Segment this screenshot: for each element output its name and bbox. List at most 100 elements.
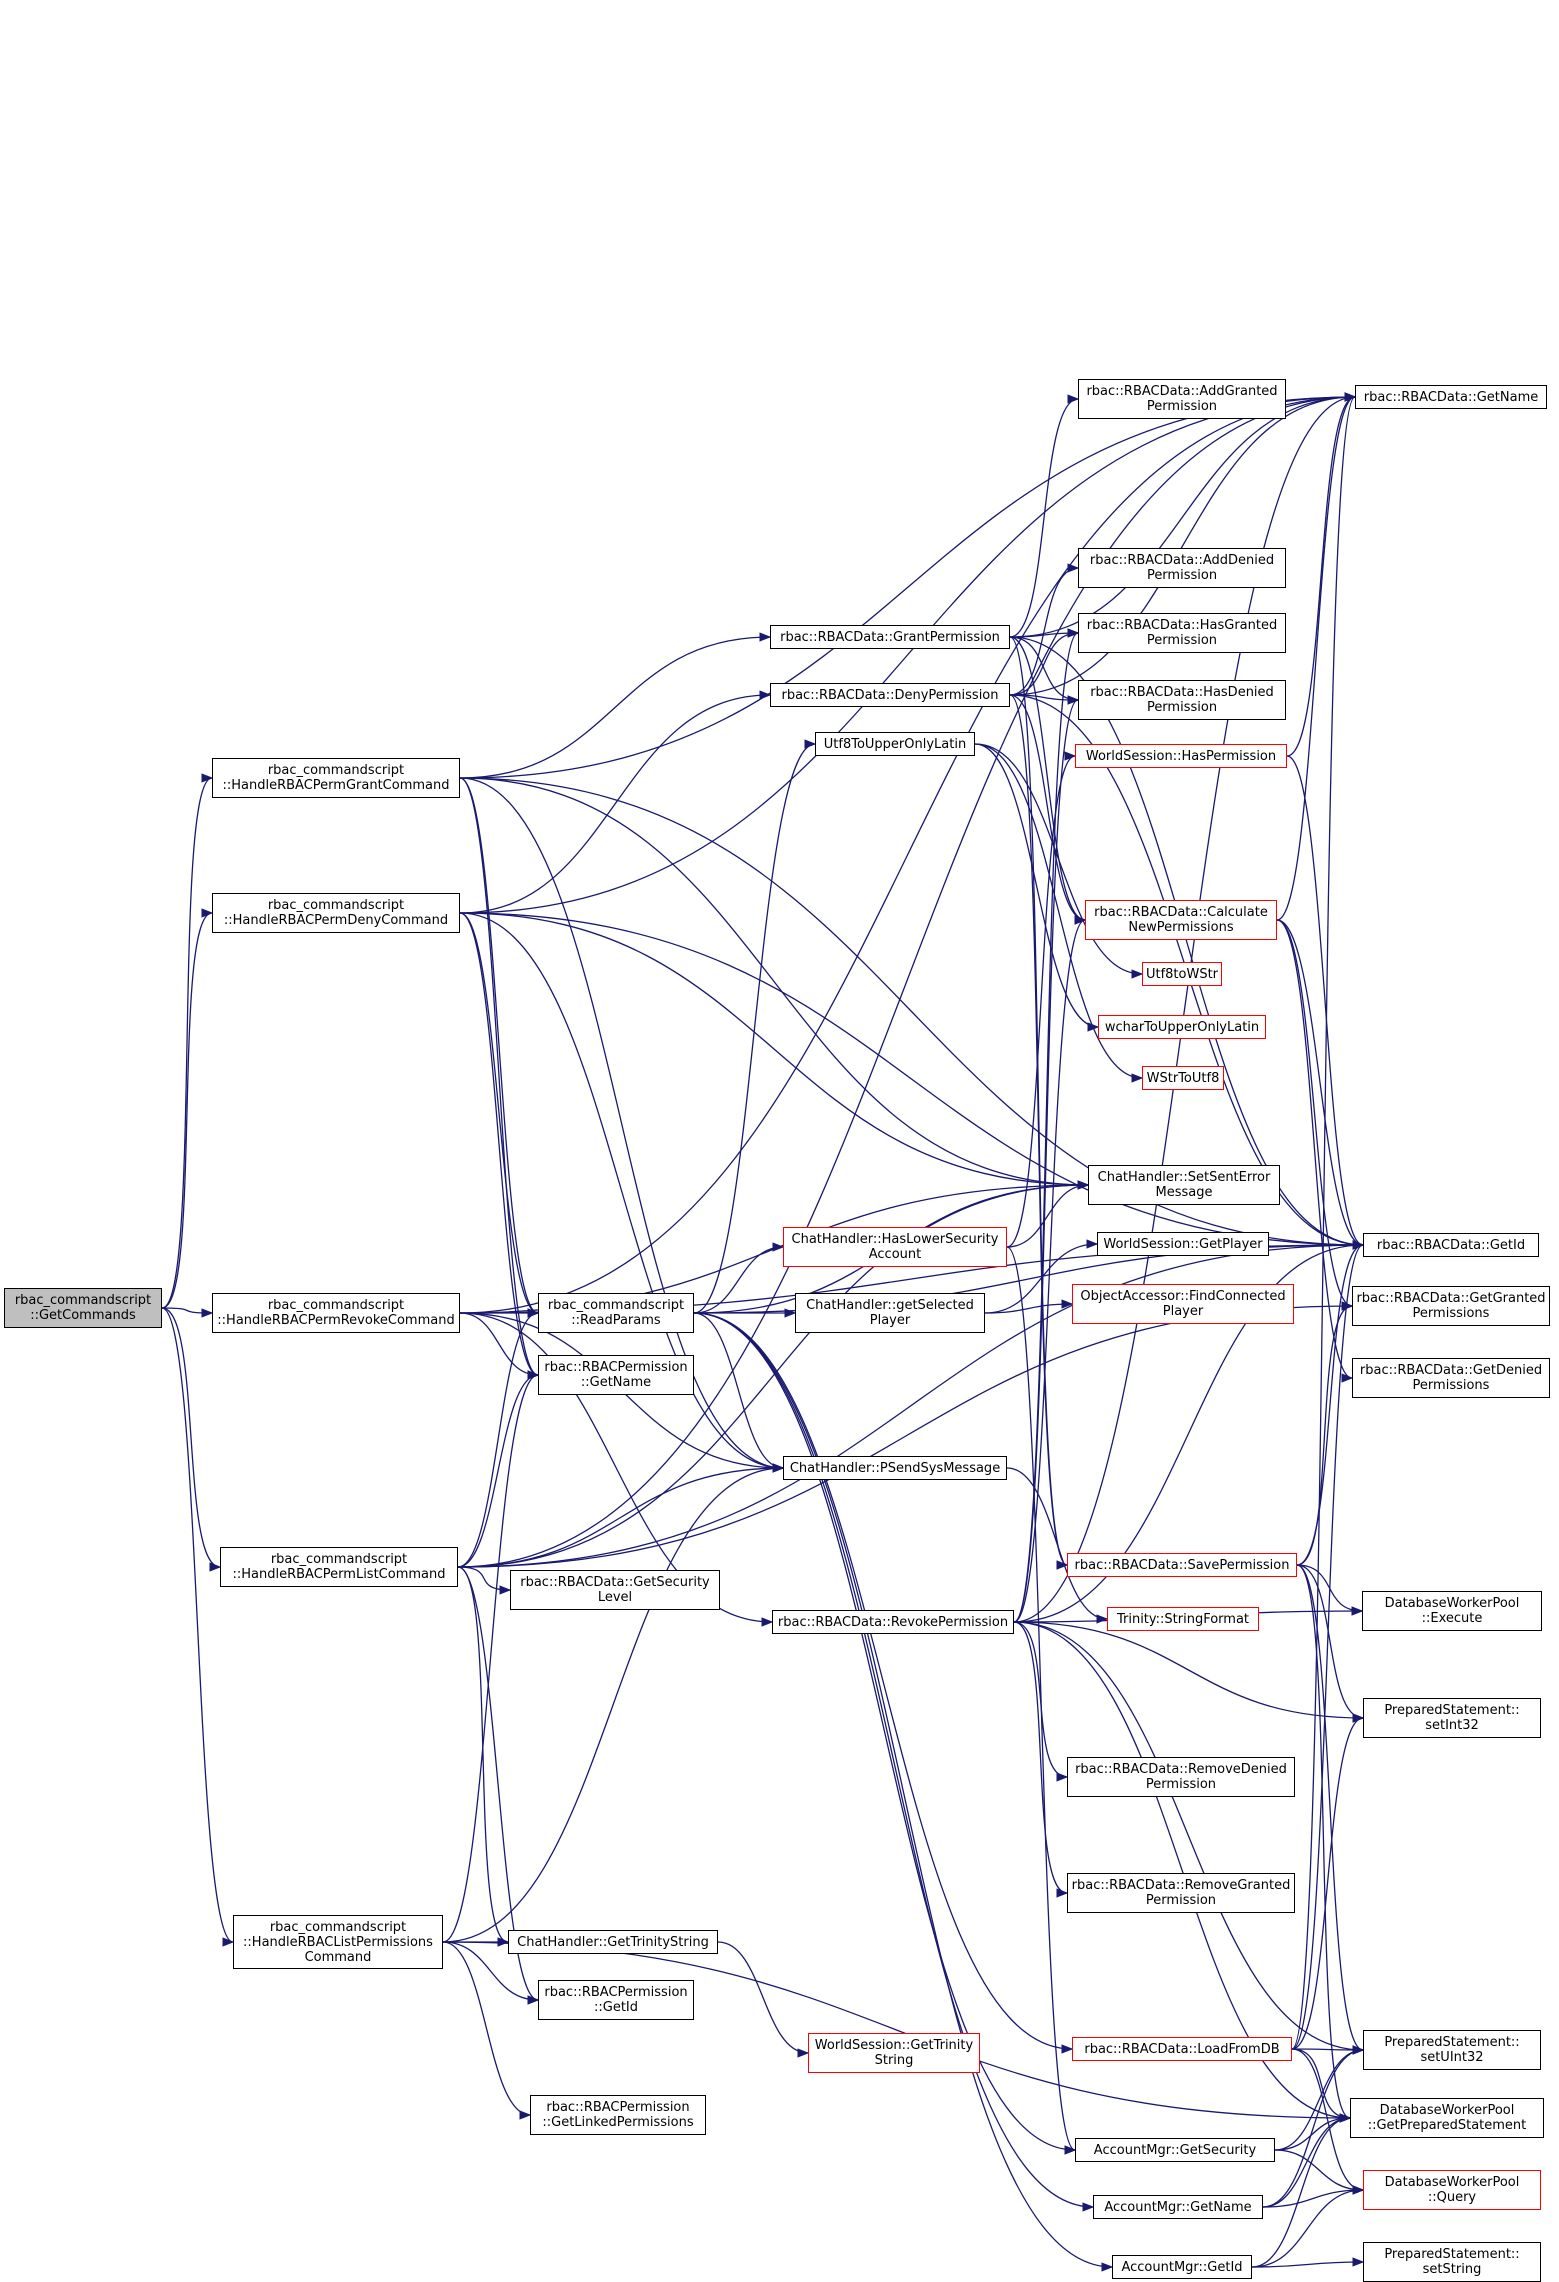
edge-getselected-to-ws-getplayer — [984, 1239, 1099, 1314]
node-ws-hasperm[interactable]: WorldSession::HasPermission — [1075, 744, 1287, 768]
node-label: rbac::RBACPermission ::GetLinkedPermissi… — [542, 2100, 694, 2130]
node-label: rbac::RBACData::GetSecurity Level — [520, 1575, 710, 1605]
edge-revokeperm-to-ps-setuint32 — [1013, 1621, 1365, 2055]
node-label: rbac::RBACData::GetDenied Permissions — [1359, 1363, 1543, 1393]
edge-calcperm-to-data-getname — [1276, 392, 1357, 921]
edge-utf8upper-to-wcharupper — [974, 743, 1100, 1032]
node-calcperm[interactable]: rbac::RBACData::Calculate NewPermissions — [1085, 900, 1277, 940]
edge-list-cmd-to-setsenterror — [457, 1180, 1090, 1568]
node-label: rbac::RBACData::AddGranted Permission — [1086, 384, 1278, 414]
node-label: AccountMgr::GetName — [1104, 2199, 1252, 2215]
node-saveperm[interactable]: rbac::RBACData::SavePermission — [1067, 1553, 1297, 1577]
node-wcharupper[interactable]: wcharToUpperOnlyLatin — [1098, 1015, 1266, 1039]
node-perm-getid[interactable]: rbac::RBACPermission ::GetId — [538, 1980, 694, 2020]
node-list-cmd[interactable]: rbac_commandscript ::HandleRBACPermListC… — [220, 1547, 458, 1587]
node-am-getid[interactable]: AccountMgr::GetId — [1112, 2255, 1252, 2279]
edge-root-to-grant-cmd — [161, 773, 214, 1309]
node-get-seclevel[interactable]: rbac::RBACData::GetSecurity Level — [510, 1570, 720, 1610]
node-utf8towstr[interactable]: Utf8toWStr — [1142, 962, 1222, 986]
edge-saveperm-to-getgranted — [1296, 1301, 1354, 1566]
node-dwp-execute[interactable]: DatabaseWorkerPool ::Execute — [1362, 1591, 1542, 1631]
node-dwp-query[interactable]: DatabaseWorkerPool ::Query — [1363, 2170, 1541, 2210]
node-ps-setstring[interactable]: PreparedStatement:: setString — [1363, 2242, 1541, 2282]
edge-loadfromdb-to-ps-setuint32 — [1291, 2045, 1365, 2055]
node-setsenterror[interactable]: ChatHandler::SetSentError Message — [1088, 1165, 1280, 1205]
node-deny-cmd[interactable]: rbac_commandscript ::HandleRBACPermDenyC… — [212, 893, 460, 933]
edge-denyperm-to-calcperm — [1009, 694, 1087, 925]
node-hasgranted[interactable]: rbac::RBACData::HasGranted Permission — [1078, 613, 1286, 653]
node-grant-cmd[interactable]: rbac_commandscript ::HandleRBACPermGrant… — [212, 758, 460, 798]
node-label: DatabaseWorkerPool ::Query — [1384, 2175, 1520, 2205]
node-perm-getname[interactable]: rbac::RBACPermission ::GetName — [538, 1355, 694, 1395]
edge-revokeperm-to-hasdenied — [1013, 695, 1080, 1623]
node-label: WorldSession::GetTrinity String — [814, 2038, 974, 2068]
edge-denyperm-to-data-getname — [1009, 392, 1357, 696]
node-label: PreparedStatement:: setString — [1384, 2247, 1520, 2277]
node-wstrtoutf8[interactable]: WStrToUtf8 — [1142, 1066, 1224, 1090]
edge-saveperm-to-ps-setuint32 — [1296, 1564, 1365, 2055]
node-ps-setuint32[interactable]: PreparedStatement:: setUInt32 — [1363, 2030, 1541, 2070]
node-revokeperm[interactable]: rbac::RBACData::RevokePermission — [772, 1610, 1014, 1634]
node-haslower[interactable]: ChatHandler::HasLowerSecurity Account — [783, 1227, 1007, 1267]
node-findplayer[interactable]: ObjectAccessor::FindConnected Player — [1072, 1284, 1294, 1324]
node-label: rbac::RBACData::RevokePermission — [777, 1614, 1009, 1630]
edge-revokeperm-to-ps-setint32 — [1013, 1621, 1365, 1723]
node-listperm-cmd[interactable]: rbac_commandscript ::HandleRBACListPermi… — [233, 1915, 443, 1969]
node-dwp-getprepared[interactable]: DatabaseWorkerPool ::GetPreparedStatemen… — [1350, 2098, 1544, 2138]
node-label: PreparedStatement:: setInt32 — [1384, 1703, 1520, 1733]
node-label: rbac::RBACData::HasDenied Permission — [1090, 685, 1274, 715]
node-data-getname[interactable]: rbac::RBACData::GetName — [1355, 385, 1547, 409]
edge-readparams-to-am-getid — [693, 1312, 1114, 2272]
node-label: rbac::RBACData::RemoveGranted Permission — [1071, 1878, 1291, 1908]
edge-revokeperm-to-dwp-getprepared — [1013, 1621, 1352, 2123]
node-label: AccountMgr::GetSecurity — [1093, 2142, 1257, 2158]
edge-grant-cmd-to-data-getid — [459, 777, 1365, 1250]
node-addgranted[interactable]: rbac::RBACData::AddGranted Permission — [1078, 379, 1286, 419]
edge-list-cmd-to-readparams — [457, 1308, 540, 1568]
node-revoke-cmd[interactable]: rbac_commandscript ::HandleRBACPermRevok… — [212, 1293, 460, 1333]
node-am-getsecurity[interactable]: AccountMgr::GetSecurity — [1075, 2138, 1275, 2162]
node-ws-getplayer[interactable]: WorldSession::GetPlayer — [1097, 1232, 1269, 1256]
node-am-getname[interactable]: AccountMgr::GetName — [1093, 2195, 1263, 2219]
edge-readparams-to-am-getsecurity — [693, 1312, 1077, 2155]
node-getdenied[interactable]: rbac::RBACData::GetDenied Permissions — [1352, 1358, 1550, 1398]
edge-revoke-cmd-to-data-getname — [459, 392, 1357, 1314]
edge-grantperm-to-calcperm — [1009, 636, 1087, 925]
node-root[interactable]: rbac_commandscript ::GetCommands — [4, 1288, 162, 1328]
node-label: rbac::RBACData::GrantPermission — [780, 629, 1000, 645]
node-ws-gettrinity[interactable]: WorldSession::GetTrinity String — [808, 2033, 980, 2073]
node-label: DatabaseWorkerPool ::Execute — [1384, 1596, 1520, 1626]
edge-revokeperm-to-data-getid — [1013, 1240, 1365, 1623]
node-label: WorldSession::GetPlayer — [1103, 1236, 1263, 1252]
node-getselected[interactable]: ChatHandler::getSelected Player — [795, 1293, 985, 1333]
edge-loadfromdb-to-data-getname — [1291, 392, 1357, 2050]
node-grantperm[interactable]: rbac::RBACData::GrantPermission — [770, 625, 1010, 649]
node-label: rbac_commandscript ::HandleRBACPermDenyC… — [223, 898, 449, 928]
node-getgranted[interactable]: rbac::RBACData::GetGranted Permissions — [1352, 1286, 1550, 1326]
node-label: Trinity::StringFormat — [1116, 1611, 1250, 1627]
node-adddenied[interactable]: rbac::RBACData::AddDenied Permission — [1078, 548, 1286, 588]
node-removedenied[interactable]: rbac::RBACData::RemoveDenied Permission — [1067, 1757, 1295, 1797]
edge-deny-cmd-to-data-getid — [459, 912, 1365, 1250]
edge-deny-cmd-to-perm-getname — [459, 912, 540, 1380]
node-readparams[interactable]: rbac_commandscript ::ReadParams — [538, 1293, 694, 1333]
edge-listperm-cmd-to-perm-getid — [442, 1941, 540, 2005]
node-linked[interactable]: rbac::RBACPermission ::GetLinkedPermissi… — [530, 2095, 706, 2135]
edge-list-cmd-to-data-getname — [457, 392, 1357, 1568]
node-get-trinity[interactable]: ChatHandler::GetTrinityString — [508, 1930, 718, 1954]
node-strformat[interactable]: Trinity::StringFormat — [1107, 1607, 1259, 1631]
edge-am-getid-to-ps-setstring — [1251, 2257, 1365, 2268]
node-denyperm[interactable]: rbac::RBACData::DenyPermission — [770, 683, 1010, 707]
node-utf8upper[interactable]: Utf8ToUpperOnlyLatin — [815, 732, 975, 756]
node-label: rbac::RBACData::SavePermission — [1074, 1557, 1290, 1573]
node-hasdenied[interactable]: rbac::RBACData::HasDenied Permission — [1078, 680, 1286, 720]
edge-grantperm-to-hasdenied — [1009, 636, 1080, 705]
edge-revokeperm-to-hasgranted — [1013, 628, 1080, 1623]
node-loadfromdb[interactable]: rbac::RBACData::LoadFromDB — [1072, 2037, 1292, 2061]
node-removegranted[interactable]: rbac::RBACData::RemoveGranted Permission — [1067, 1873, 1295, 1913]
node-label: ChatHandler::PSendSysMessage — [789, 1460, 1001, 1476]
node-label: rbac::RBACData::GetGranted Permissions — [1356, 1291, 1546, 1321]
node-psend[interactable]: ChatHandler::PSendSysMessage — [783, 1456, 1007, 1480]
node-ps-setint32[interactable]: PreparedStatement:: setInt32 — [1363, 1698, 1541, 1738]
node-data-getid[interactable]: rbac::RBACData::GetId — [1363, 1233, 1539, 1257]
